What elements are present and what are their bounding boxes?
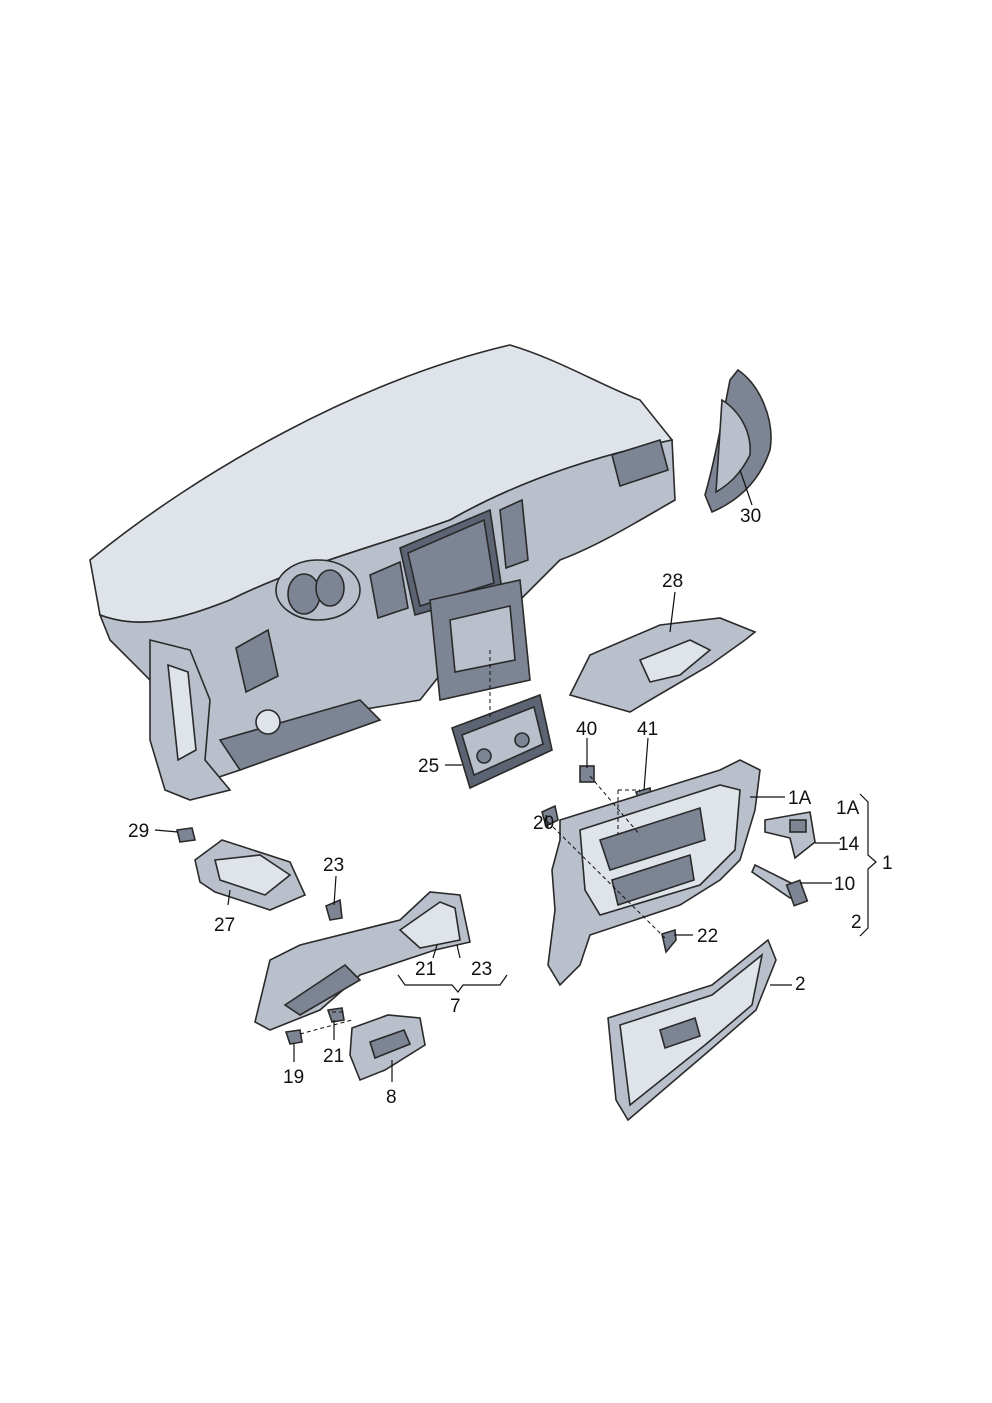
- part-22-screw: [661, 928, 677, 954]
- part-28-cover: [568, 617, 757, 713]
- part-1A-glovebox-housing: [547, 759, 761, 987]
- callout-41: 41: [637, 719, 658, 740]
- part-30-side-trim: [704, 368, 772, 514]
- callout-21-group: 21: [415, 959, 436, 980]
- part-10-damper: [751, 863, 809, 907]
- callout-2-group: 2: [851, 912, 862, 933]
- part-14-bracket: [764, 811, 816, 860]
- callout-28: 28: [662, 571, 683, 592]
- callout-25: 25: [418, 756, 439, 777]
- callout-22: 22: [697, 926, 718, 947]
- callout-8: 8: [386, 1087, 397, 1108]
- callout-40: 40: [576, 719, 597, 740]
- part-7-lower-trim: [254, 891, 471, 1031]
- callout-2: 2: [795, 974, 806, 995]
- part-20-clip: [541, 804, 559, 828]
- callout-10: 10: [834, 874, 855, 895]
- part-23-clip: [325, 898, 343, 921]
- callout-1A-group: 1A: [836, 798, 860, 819]
- part-19-screw: [284, 1029, 303, 1045]
- callout-20: 20: [533, 813, 554, 834]
- callout-23-group: 23: [471, 959, 492, 980]
- part-40-clip: [579, 765, 595, 783]
- callout-30: 30: [740, 506, 761, 527]
- part-2-glovebox-lid: [607, 938, 777, 1122]
- callout-29: 29: [128, 821, 149, 842]
- part-8-tray: [349, 1014, 426, 1082]
- callout-1A: 1A: [788, 788, 812, 809]
- callout-23-clip: 23: [323, 855, 344, 876]
- assembly-lines: [299, 650, 666, 1035]
- callout-1: 1: [882, 853, 893, 874]
- callout-14: 14: [838, 834, 860, 855]
- part-27-cover: [194, 839, 307, 911]
- part-21-clip: [326, 1007, 345, 1023]
- dashboard-assembly: [89, 344, 676, 801]
- part-25-panel: [451, 693, 553, 790]
- leader-lines: [154, 469, 877, 1082]
- callout-labels: 30 28 40 41 1A 25 20 29 1A 23 14 1 10 27…: [128, 506, 893, 1108]
- part-29-clip: [176, 827, 196, 843]
- callout-21: 21: [323, 1046, 344, 1067]
- callout-19: 19: [283, 1067, 304, 1088]
- callout-7: 7: [450, 996, 461, 1017]
- callout-27: 27: [214, 915, 235, 936]
